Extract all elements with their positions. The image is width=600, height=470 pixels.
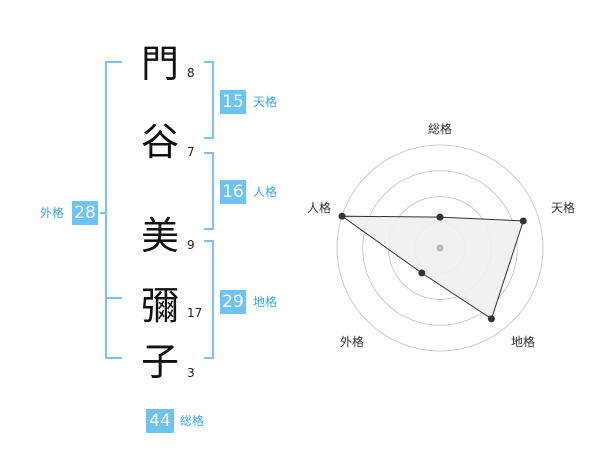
radar-center-dot (436, 244, 444, 252)
radar-point (487, 315, 495, 323)
jinkaku-bracket-top (204, 152, 214, 154)
gaikaku-bracket-mid (105, 297, 122, 299)
radar-ring (362, 170, 518, 326)
jinkaku-value-badge: 16 (220, 180, 246, 204)
stroke-count-2: 7 (187, 145, 195, 159)
radar-point (519, 217, 527, 225)
stroke-count-1: 8 (187, 66, 195, 80)
radar-axis-label-jinkaku: 人格 (307, 201, 332, 215)
jinkaku-label: 人格 (253, 185, 278, 199)
gaikaku-bracket-stub (100, 212, 106, 214)
name-char-4: 彌 (140, 284, 179, 328)
radar-axis-label-chikaku: 地格 (511, 335, 536, 349)
tenkaku-bracket-top (204, 61, 214, 63)
stroke-count-5: 3 (187, 366, 195, 380)
name-char-1: 門 (140, 42, 179, 86)
chikaku-label: 地格 (253, 295, 278, 309)
gaikaku-value-badge: 28 (72, 201, 98, 225)
chikaku-value-badge: 29 (220, 290, 246, 314)
soukaku-value-badge: 44 (146, 409, 174, 433)
radar-point (338, 212, 346, 220)
tenkaku-label: 天格 (253, 95, 278, 109)
radar-axis-label-soukaku: 総格 (428, 122, 453, 136)
gaikaku-label: 外格 (40, 206, 65, 220)
tenkaku-bracket-bottom (204, 137, 214, 139)
radar-area (340, 215, 524, 320)
name-char-2: 谷 (140, 120, 179, 164)
soukaku-label: 総格 (180, 414, 205, 428)
name-char-5: 子 (140, 340, 179, 384)
jinkaku-bracket-bottom (204, 228, 214, 230)
chikaku-bracket-vertical (212, 240, 214, 359)
gaikaku-bracket-vertical (105, 61, 107, 359)
jinkaku-bracket-vertical (212, 152, 214, 230)
chikaku-bracket-top (204, 240, 214, 242)
name-char-3: 美 (140, 214, 179, 258)
radar-axis-label-tenkaku: 天格 (551, 201, 576, 215)
radar-ring (336, 144, 544, 352)
radar-axis-label-gaikaku: 外格 (340, 335, 365, 349)
gaikaku-bracket-top (105, 61, 122, 63)
chikaku-bracket-bottom (204, 357, 214, 359)
radar-point (418, 269, 426, 277)
stroke-count-3: 9 (187, 238, 195, 252)
gaikaku-bracket-bottom (105, 357, 122, 359)
radar-point (436, 213, 444, 221)
tenkaku-bracket-vertical (212, 61, 214, 139)
stroke-count-4: 17 (187, 306, 203, 320)
tenkaku-value-badge: 15 (220, 90, 246, 114)
